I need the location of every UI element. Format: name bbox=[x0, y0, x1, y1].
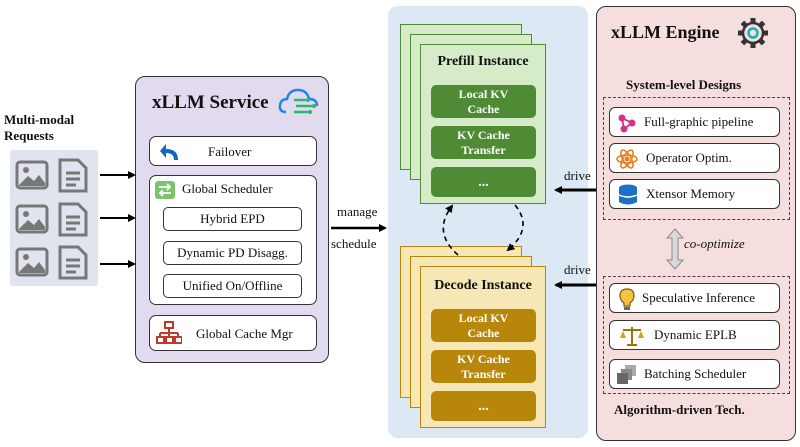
cloud-icon bbox=[278, 86, 320, 118]
co-optimize-label: co-optimize bbox=[684, 236, 745, 251]
schedule-label: schedule bbox=[331, 236, 377, 251]
document-icon bbox=[58, 245, 88, 280]
prefill-local-kv-line2: Cache bbox=[467, 101, 500, 116]
database-icon bbox=[617, 183, 639, 212]
unified-label: Unified On/Offline bbox=[182, 278, 283, 293]
eplb-box: Dynamic EPLB bbox=[609, 320, 780, 350]
prefill-transfer-line2: Transfer bbox=[461, 142, 506, 157]
service-title: xLLM Service bbox=[152, 92, 269, 113]
prefill-more: ... bbox=[431, 167, 536, 197]
manage-label: manage bbox=[337, 204, 378, 219]
system-level-title: System-level Designs bbox=[626, 77, 742, 92]
scheduler-icon bbox=[155, 181, 175, 199]
kv-transfer-cycle bbox=[506, 204, 524, 252]
undo-icon bbox=[158, 141, 182, 168]
decode-transfer-line2: Transfer bbox=[461, 366, 506, 381]
cache-mgr-box: Global Cache Mgr bbox=[149, 315, 317, 351]
drive-label-bottom: drive bbox=[564, 262, 591, 277]
image-icon bbox=[15, 204, 49, 234]
operator-label: Operator Optim. bbox=[646, 150, 732, 165]
prefill-local-kv-line1: Local KV bbox=[458, 86, 509, 101]
lightbulb-icon bbox=[618, 287, 636, 316]
algorithm-group bbox=[603, 276, 790, 394]
decode-local-kv-line2: Cache bbox=[467, 325, 500, 340]
document-icon bbox=[58, 202, 88, 237]
requests-title: Multi-modal Requests bbox=[4, 112, 94, 144]
image-icon bbox=[15, 247, 49, 277]
co-optimize-arrow bbox=[665, 228, 685, 275]
system-level-group bbox=[603, 97, 790, 220]
drive-label-top: drive bbox=[564, 168, 591, 183]
prefill-kv-transfer: KV Cache Transfer bbox=[431, 126, 536, 159]
decode-kv-transfer: KV Cache Transfer bbox=[431, 350, 536, 383]
decode-transfer-line1: KV Cache bbox=[457, 351, 510, 366]
layers-icon bbox=[616, 364, 638, 391]
engine-title: xLLM Engine bbox=[611, 22, 720, 42]
hierarchy-icon bbox=[156, 321, 183, 352]
document-icon bbox=[58, 158, 88, 193]
hybrid-epd-box: Hybrid EPD bbox=[163, 207, 302, 231]
unified-box: Unified On/Offline bbox=[163, 274, 302, 298]
dynamic-pd-label: Dynamic PD Disagg. bbox=[177, 245, 288, 260]
kv-transfer-cycle bbox=[442, 204, 459, 256]
full-graphic-label: Full-graphic pipeline bbox=[644, 114, 754, 129]
graph-icon bbox=[616, 112, 638, 139]
speculative-box: Speculative Inference bbox=[609, 283, 780, 313]
atom-icon bbox=[615, 147, 639, 176]
xtensor-label: Xtensor Memory bbox=[646, 186, 736, 201]
balance-icon bbox=[620, 325, 644, 352]
eplb-label: Dynamic EPLB bbox=[654, 327, 737, 342]
decode-more: ... bbox=[431, 391, 536, 421]
prefill-title: Prefill Instance bbox=[437, 54, 529, 69]
dynamic-pd-box: Dynamic PD Disagg. bbox=[163, 241, 302, 265]
hybrid-epd-label: Hybrid EPD bbox=[200, 211, 265, 226]
gear-icon bbox=[736, 16, 770, 55]
prefill-local-kv: Local KV Cache bbox=[431, 85, 536, 118]
cache-mgr-label: Global Cache Mgr bbox=[196, 326, 293, 341]
image-icon bbox=[15, 160, 49, 190]
xtensor-box: Xtensor Memory bbox=[609, 179, 780, 209]
algorithm-title: Algorithm-driven Tech. bbox=[614, 402, 745, 417]
request-icons bbox=[15, 158, 88, 280]
batching-label: Batching Scheduler bbox=[644, 366, 747, 381]
requests-title-line2: Requests bbox=[4, 128, 54, 143]
failover-box: Failover bbox=[149, 136, 317, 166]
global-scheduler-label: Global Scheduler bbox=[182, 181, 273, 196]
speculative-label: Speculative Inference bbox=[642, 290, 755, 305]
full-graphic-box: Full-graphic pipeline bbox=[609, 107, 780, 137]
decode-local-kv-line1: Local KV bbox=[458, 310, 509, 325]
batching-box: Batching Scheduler bbox=[609, 359, 780, 389]
failover-label: Failover bbox=[208, 144, 252, 159]
operator-box: Operator Optim. bbox=[609, 143, 780, 173]
prefill-transfer-line1: KV Cache bbox=[457, 127, 510, 142]
requests-panel bbox=[10, 150, 98, 286]
requests-title-line1: Multi-modal bbox=[4, 112, 75, 127]
decode-local-kv: Local KV Cache bbox=[431, 309, 536, 342]
decode-title: Decode Instance bbox=[434, 278, 532, 293]
